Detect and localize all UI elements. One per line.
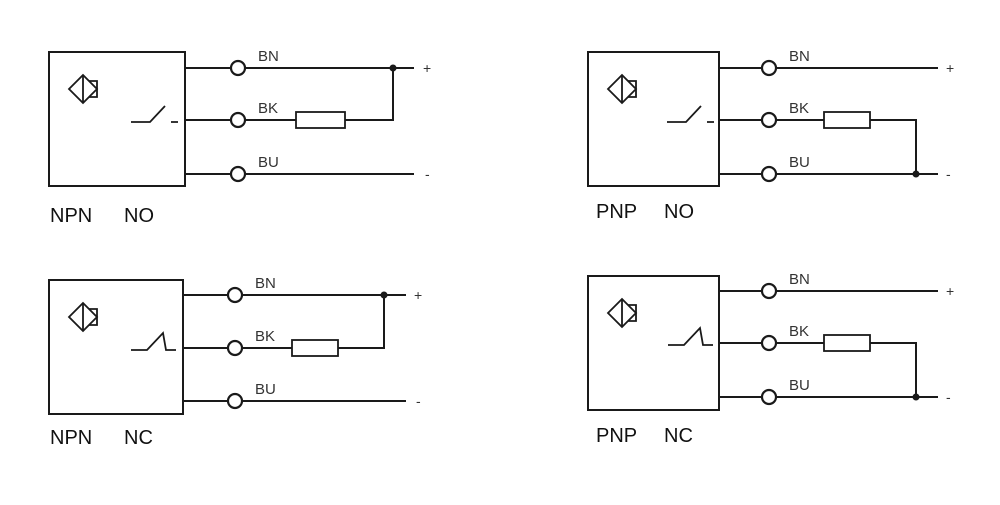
junction-dot	[389, 64, 397, 72]
terminal-bk	[760, 111, 778, 129]
terminal-bn	[760, 59, 778, 77]
supply-negative-label: -	[946, 166, 951, 182]
panel-pnp-nc: BN BK BU + - PNP NC	[587, 271, 954, 447]
terminal-bk	[229, 111, 247, 129]
nc-switch-icon	[668, 326, 713, 346]
terminal-bk	[760, 334, 778, 352]
contact-type-label: NO	[664, 201, 694, 223]
wire-label-bk: BK	[789, 100, 809, 117]
sensor-body	[48, 51, 186, 187]
inductive-sensor-icon	[606, 297, 638, 329]
inductive-sensor-icon	[67, 301, 99, 333]
wire-label-bu: BU	[258, 154, 279, 171]
wire-label-bu: BU	[789, 154, 810, 171]
wire-label-bn: BN	[789, 271, 810, 288]
output-type-label: PNP	[596, 425, 637, 447]
sensor-body	[587, 51, 720, 187]
output-type-label: PNP	[596, 201, 637, 223]
wire-label-bn: BN	[258, 48, 279, 65]
terminal-bn	[226, 286, 244, 304]
wire-label-bk: BK	[258, 100, 278, 117]
load-resistor	[295, 111, 346, 129]
panel-npn-nc: BN BK BU + - NPN NC	[48, 275, 422, 449]
wire-label-bu: BU	[255, 381, 276, 398]
terminal-bn	[760, 282, 778, 300]
terminal-bu	[226, 392, 244, 410]
inductive-sensor-icon	[606, 73, 638, 105]
terminal-bu	[229, 165, 247, 183]
output-type-label: NPN	[50, 205, 92, 227]
wire-label-bn: BN	[789, 48, 810, 65]
output-type-label: NPN	[50, 427, 92, 449]
supply-positive-label: +	[423, 60, 431, 76]
no-switch-icon	[667, 105, 714, 123]
inductive-sensor-icon	[67, 73, 99, 105]
wire-label-bn: BN	[255, 275, 276, 292]
panel-pnp-no: BN BK BU + - PNP NO	[587, 48, 954, 223]
terminal-bu	[760, 165, 778, 183]
terminal-bn	[229, 59, 247, 77]
load-resistor	[823, 111, 871, 129]
terminal-bk	[226, 339, 244, 357]
supply-positive-label: +	[946, 60, 954, 76]
no-switch-icon	[131, 105, 178, 123]
junction-dot	[380, 291, 388, 299]
supply-positive-label: +	[946, 283, 954, 299]
wire-label-bu: BU	[789, 377, 810, 394]
supply-negative-label: -	[946, 389, 951, 405]
terminal-bu	[760, 388, 778, 406]
sensor-body	[48, 279, 184, 415]
panel-npn-no: BN BK BU + - NPN NO	[48, 48, 431, 227]
nc-switch-icon	[131, 331, 176, 351]
contact-type-label: NO	[124, 205, 154, 227]
load-resistor	[823, 334, 871, 352]
wire-label-bk: BK	[255, 328, 275, 345]
load-resistor	[291, 339, 339, 357]
wire-label-bk: BK	[789, 323, 809, 340]
supply-positive-label: +	[414, 287, 422, 303]
supply-negative-label: -	[416, 393, 421, 409]
contact-type-label: NC	[124, 427, 153, 449]
contact-type-label: NC	[664, 425, 693, 447]
sensor-body	[587, 275, 720, 411]
supply-negative-label: -	[425, 166, 430, 182]
